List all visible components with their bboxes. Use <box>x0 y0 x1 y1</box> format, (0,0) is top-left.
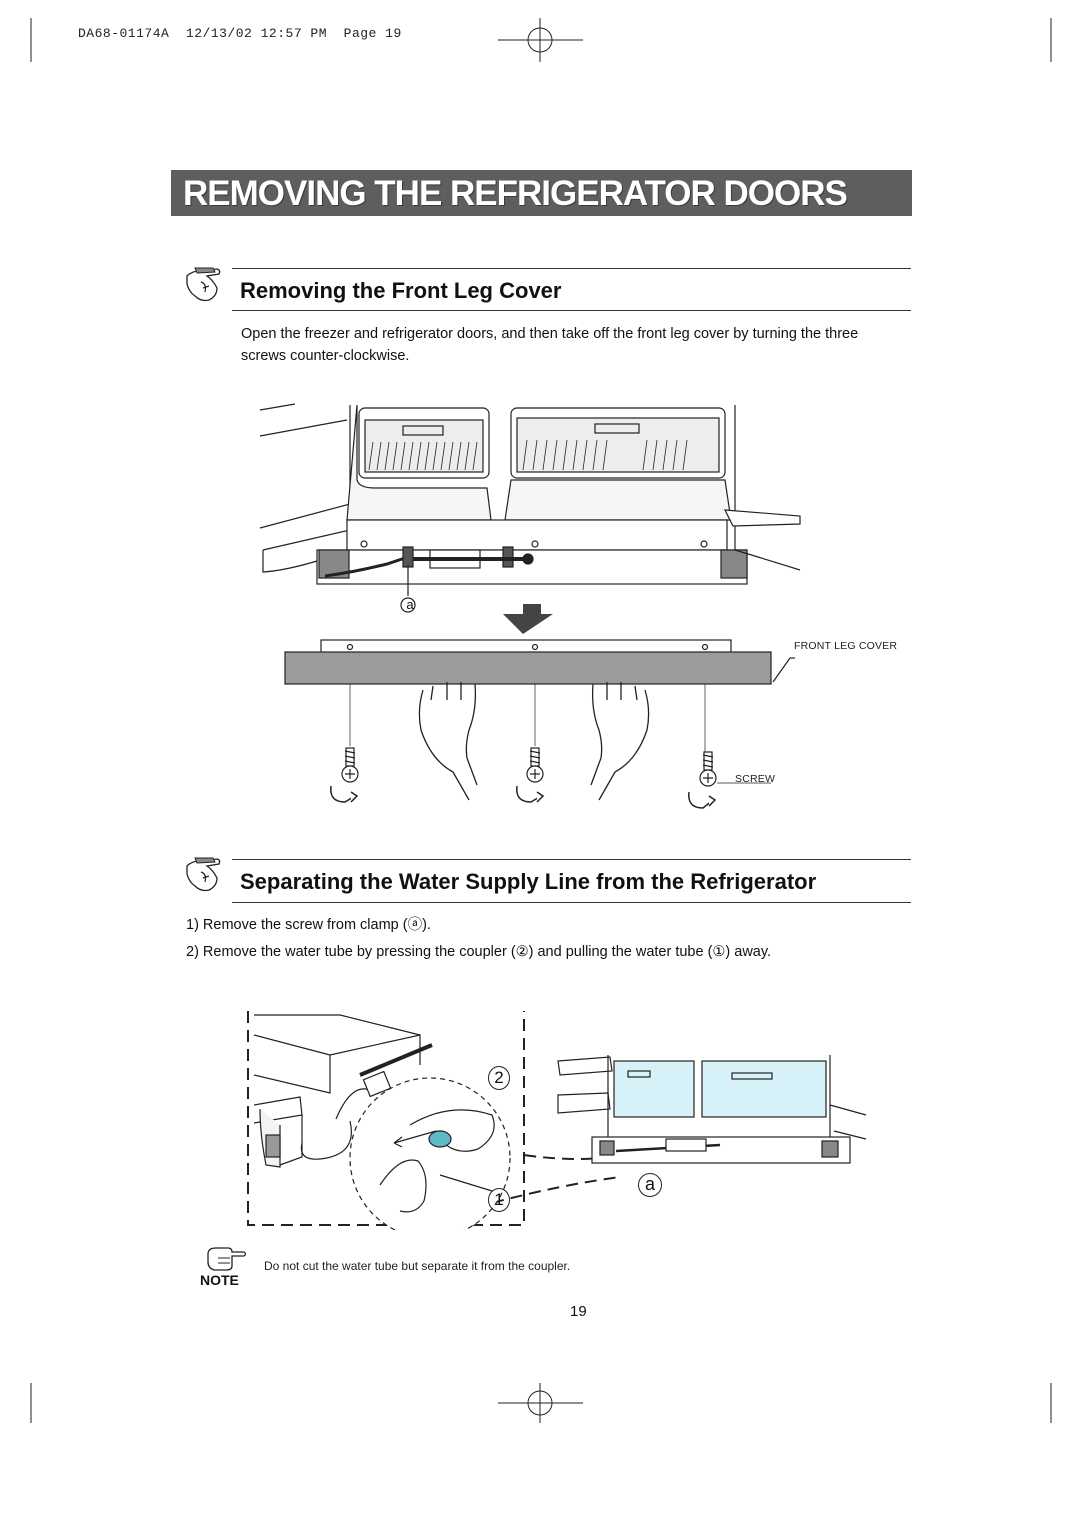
front-leg-cover-illustration <box>259 403 801 809</box>
step-2: 2) Remove the water tube by pressing the… <box>186 944 772 960</box>
page-banner: REMOVING THE REFRIGERATOR DOORS <box>171 170 912 216</box>
screw-label: SCREW <box>735 773 776 785</box>
section-rule-top <box>232 859 911 860</box>
front-leg-cover-label: FRONT LEG COVER <box>794 640 898 652</box>
note-text: Do not cut the water tube but separate i… <box>264 1259 571 1273</box>
registration-crosshair-icon <box>498 1383 583 1423</box>
section-rule-bottom <box>232 310 911 311</box>
clamp-marker-label: a <box>406 597 414 612</box>
step-1: 1) Remove the screw from clamp (ⓐ). <box>186 917 431 933</box>
rotate-arrow-icon <box>330 785 717 809</box>
section1-body: Open the freezer and refrigerator doors,… <box>241 326 859 364</box>
section-rule-top <box>232 268 911 269</box>
section-title-water-supply: Separating the Water Supply Line from th… <box>240 869 817 894</box>
note-label: NOTE <box>200 1272 239 1288</box>
section-hand-icon <box>186 857 221 892</box>
water-tube-callout: 1 <box>488 1188 510 1212</box>
coupler-callout: 2 <box>488 1066 510 1090</box>
print-slug: DA68-01174A 12/13/02 12:57 PM Page 19 <box>78 26 402 41</box>
note-pointing-hand-icon <box>207 1247 247 1271</box>
down-arrow-icon <box>503 604 553 634</box>
registration-crosshair-icon <box>498 18 583 62</box>
page-number: 19 <box>570 1303 587 1320</box>
section-hand-icon <box>186 267 221 302</box>
section-rule-bottom <box>232 902 911 903</box>
page-title: REMOVING THE REFRIGERATOR DOORS <box>183 174 848 213</box>
water-line-illustration <box>247 1011 867 1230</box>
clamp-callout: a <box>638 1173 662 1197</box>
section-title-front-leg-cover: Removing the Front Leg Cover <box>240 278 562 303</box>
